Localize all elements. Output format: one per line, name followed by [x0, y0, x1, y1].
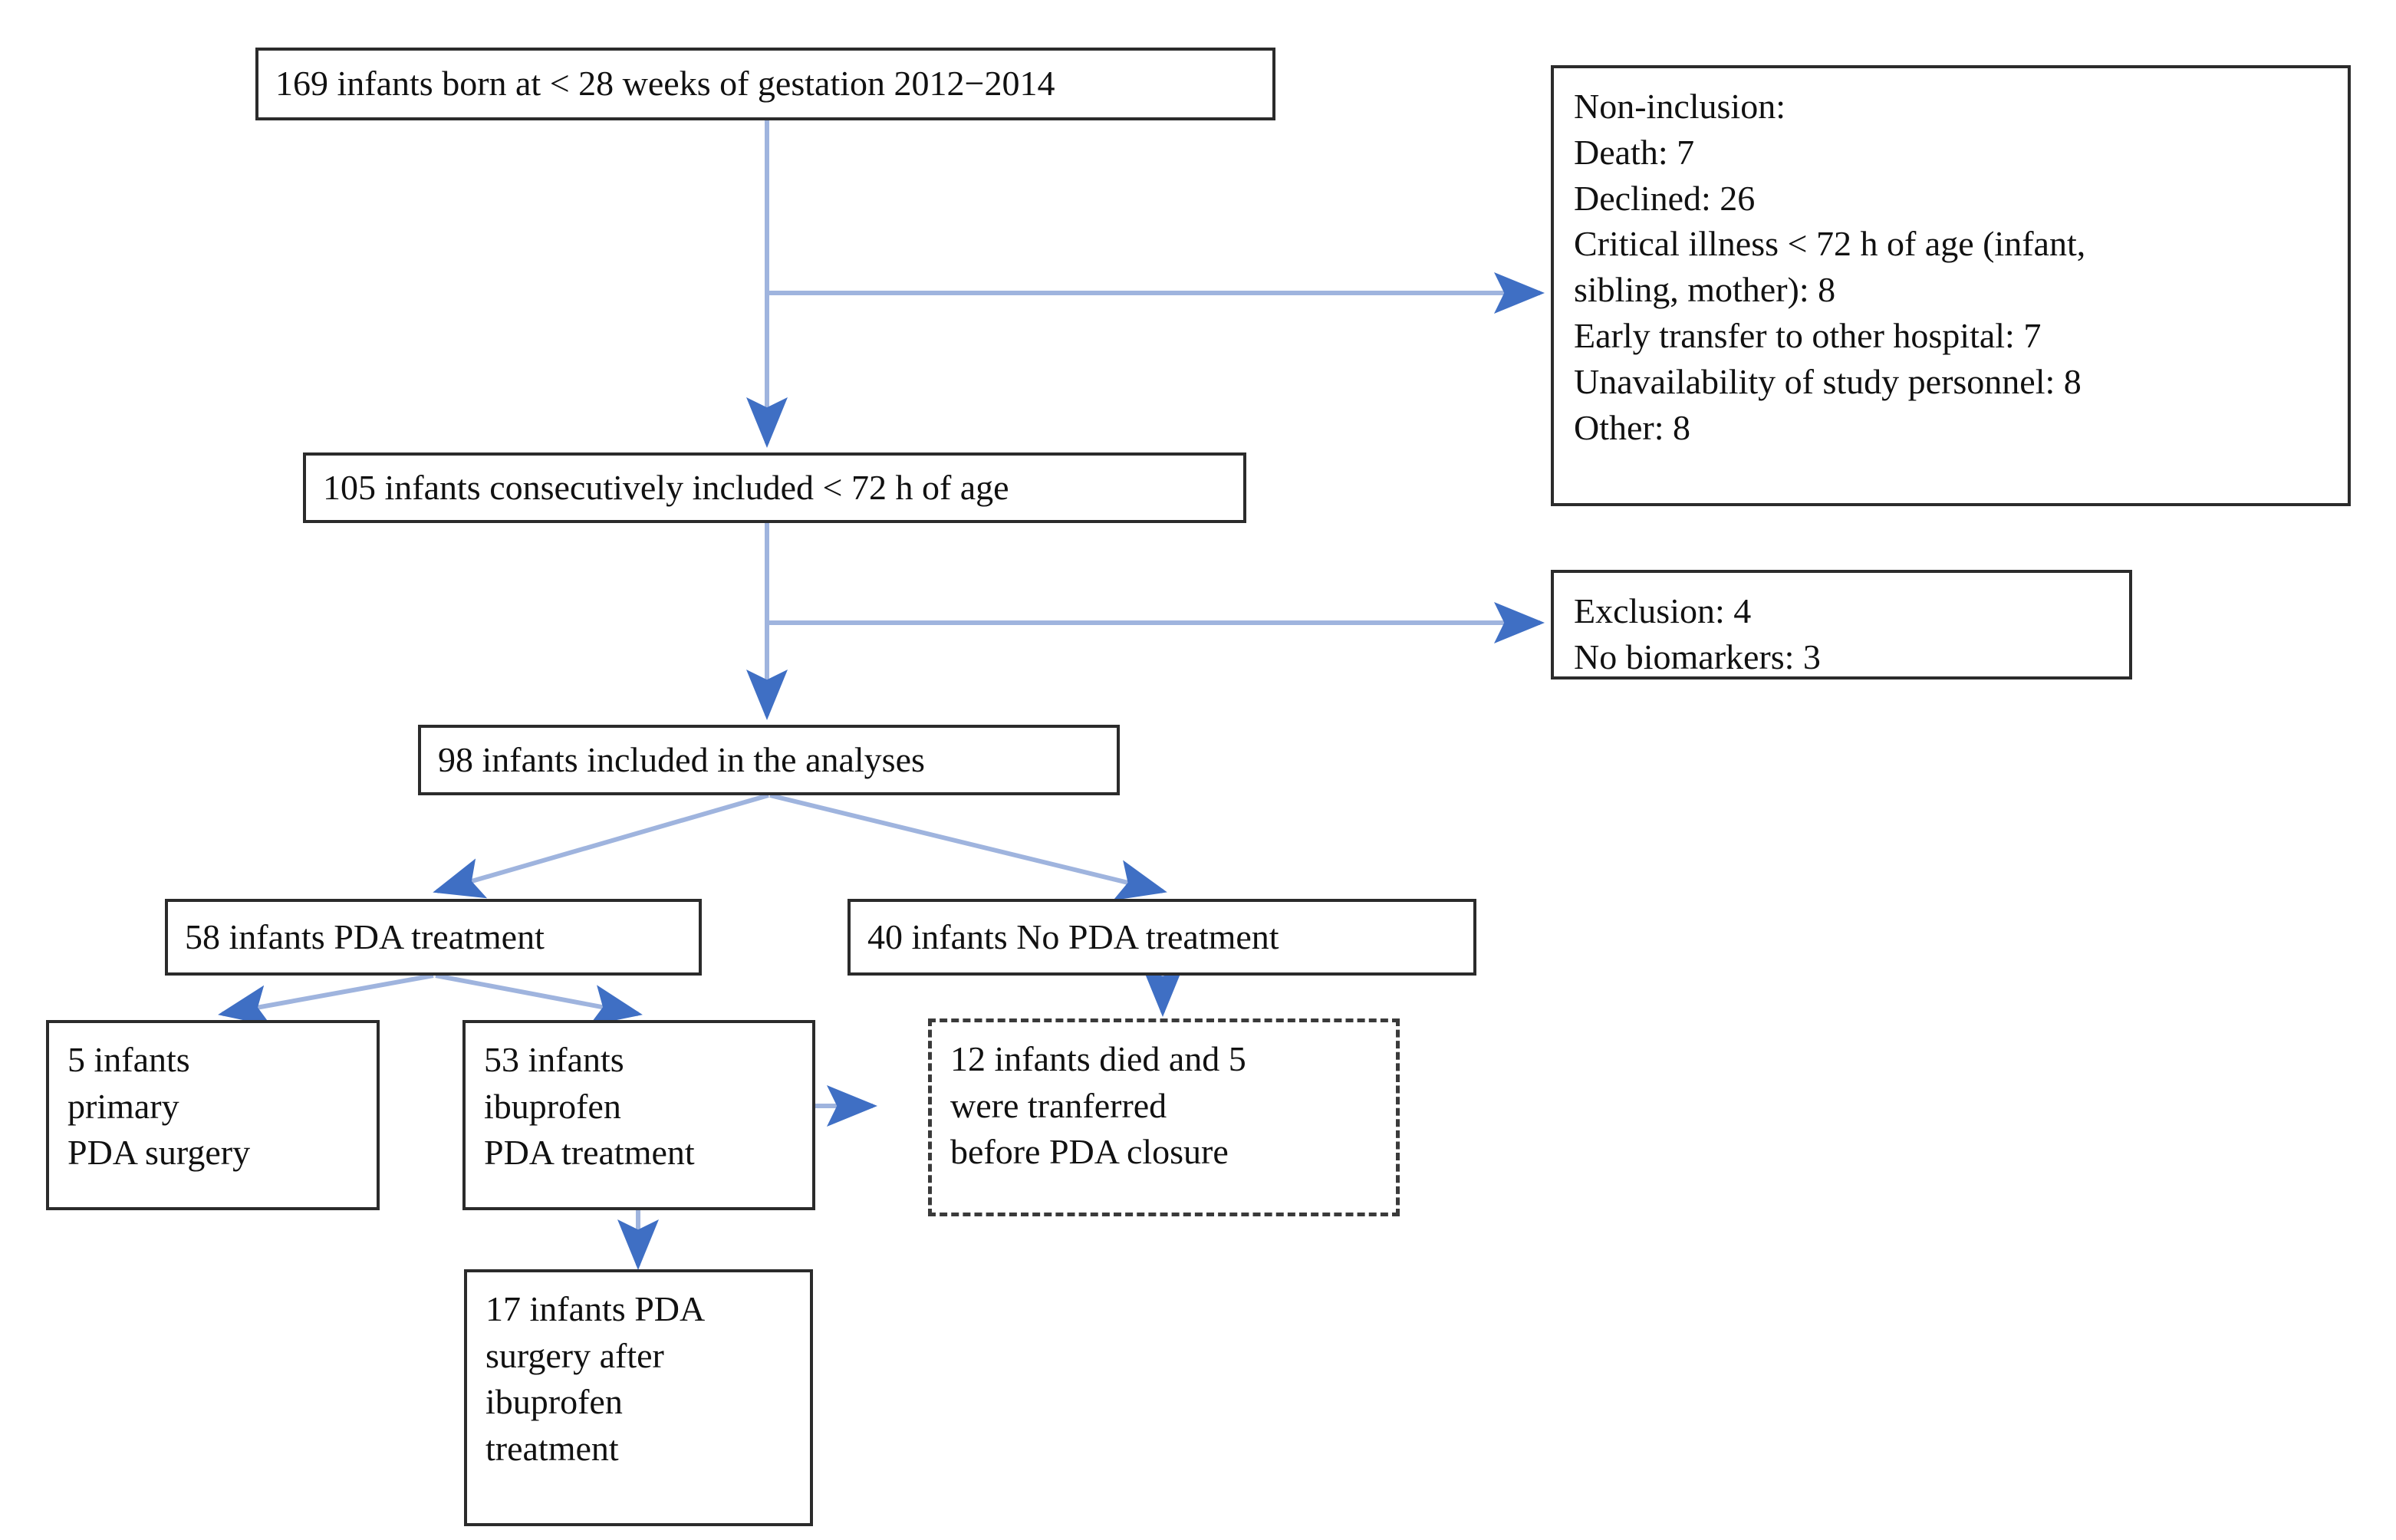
node-non-inclusion-label: Non-inclusion: Death: 7 Declined: 26 Cri…	[1574, 87, 2086, 447]
node-pda-treatment-58-label: 58 infants PDA treatment	[185, 916, 545, 956]
node-included-105[interactable]: 105 infants consecutively included < 72 …	[303, 452, 1246, 523]
edge-analysed-to-pda58	[433, 793, 769, 899]
node-non-inclusion[interactable]: Non-inclusion: Death: 7 Declined: 26 Cri…	[1551, 65, 2351, 506]
node-no-pda-treatment-40[interactable]: 40 infants No PDA treatment	[847, 899, 1476, 976]
node-exclusion[interactable]: Exclusion: 4 No biomarkers: 3	[1551, 570, 2132, 680]
node-included-105-label: 105 infants consecutively included < 72 …	[323, 467, 1009, 507]
node-no-pda-treatment-40-label: 40 infants No PDA treatment	[867, 916, 1279, 956]
node-cohort-total-label: 169 infants born at < 28 weeks of gestat…	[275, 64, 1055, 104]
node-cohort-total[interactable]: 169 infants born at < 28 weeks of gestat…	[255, 48, 1275, 120]
node-analysed-98[interactable]: 98 infants included in the analyses	[418, 725, 1120, 795]
node-pda-treatment-58[interactable]: 58 infants PDA treatment	[165, 899, 702, 976]
node-surgery-after-ibuprofen-17-label: 17 infants PDA surgery after ibuprofen t…	[485, 1289, 706, 1469]
node-died-transferred-label: 12 infants died and 5 were tranferred be…	[950, 1039, 1246, 1172]
node-ibuprofen-53-label: 53 infants ibuprofen PDA treatment	[484, 1040, 695, 1173]
edge-analysed-to-nopda40	[769, 793, 1167, 900]
node-ibuprofen-53[interactable]: 53 infants ibuprofen PDA treatment	[462, 1020, 815, 1210]
edge-pda58-to-ibuprofen53	[435, 973, 643, 1026]
node-exclusion-label: Exclusion: 4 No biomarkers: 3	[1574, 591, 1821, 676]
node-primary-surgery-5-label: 5 infants primary PDA surgery	[67, 1040, 251, 1173]
node-analysed-98-label: 98 infants included in the analyses	[438, 739, 925, 779]
node-primary-surgery-5[interactable]: 5 infants primary PDA surgery	[46, 1020, 380, 1210]
edge-pda58-to-primary5	[218, 973, 434, 1026]
node-died-transferred[interactable]: 12 infants died and 5 were tranferred be…	[928, 1018, 1400, 1216]
node-surgery-after-ibuprofen-17[interactable]: 17 infants PDA surgery after ibuprofen t…	[464, 1269, 813, 1526]
